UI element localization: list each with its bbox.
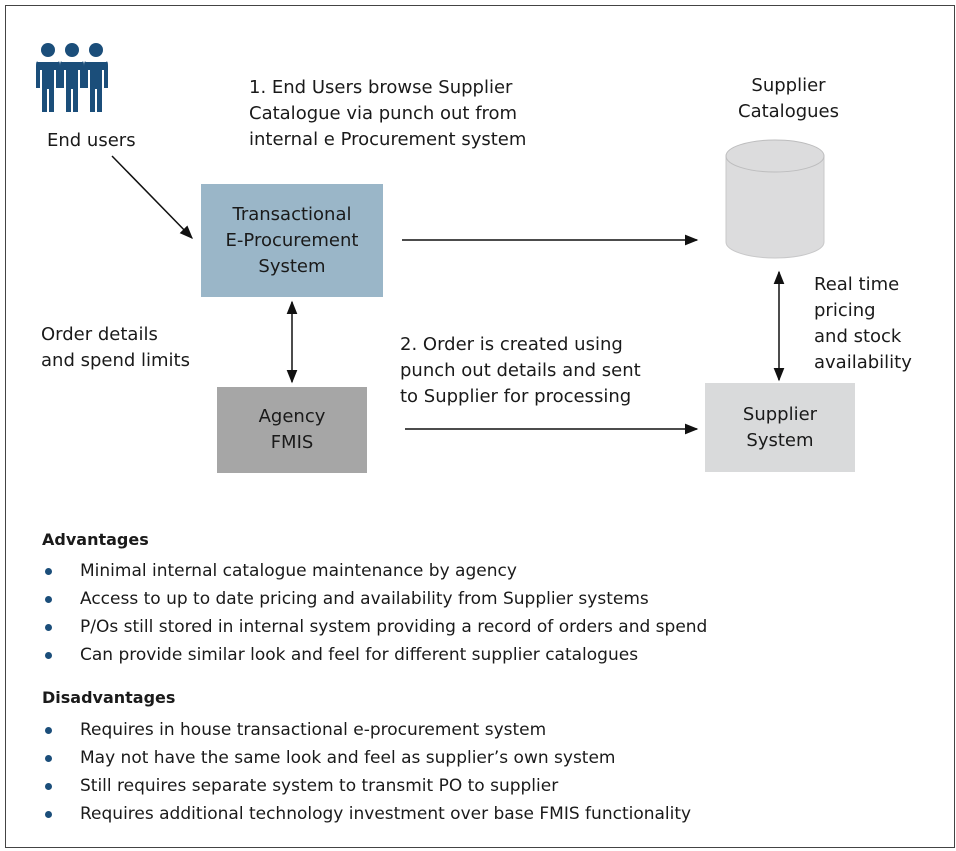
list-item: May not have the same look and feel as s… <box>42 744 691 772</box>
list-item: Requires additional technology investmen… <box>42 800 691 828</box>
transactional-eprocurement-box: Transactional E-Procurement System <box>201 184 383 297</box>
step2-line: to Supplier for processing <box>400 386 632 407</box>
step1-line: internal e Procurement system <box>249 129 527 150</box>
agency-fmis-box: Agency FMIS <box>217 387 367 473</box>
arrow-endusers-to-transactional <box>111 155 193 239</box>
supplier-catalogues-line: Catalogues <box>738 101 839 122</box>
realtime-line: pricing <box>814 300 876 321</box>
advantage-text: Minimal internal catalogue maintenance b… <box>80 561 517 581</box>
disadvantage-text: Requires additional technology investmen… <box>80 804 692 824</box>
supplier-catalogues-label: Supplier Catalogues <box>738 73 839 125</box>
bullet-icon <box>45 755 52 762</box>
bullet-icon <box>45 596 52 603</box>
person-icon <box>84 43 108 112</box>
bullet-icon <box>45 624 52 631</box>
list-item: Minimal internal catalogue maintenance b… <box>42 557 707 585</box>
supplier-catalogues-cylinder <box>725 139 825 259</box>
supplier-system-box: Supplier System <box>705 383 855 472</box>
end-users-label: End users <box>47 130 136 151</box>
step2-text: 2. Order is created using punch out deta… <box>400 332 641 410</box>
list-item: Requires in house transactional e-procur… <box>42 716 691 744</box>
person-icon <box>36 43 60 112</box>
step1-text: 1. End Users browse Supplier Catalogue v… <box>249 75 526 153</box>
realtime-line: availability <box>814 352 912 373</box>
list-item: Can provide similar look and feel for di… <box>42 641 707 669</box>
realtime-line: Real time <box>814 274 900 295</box>
agency-box-line: Agency <box>258 406 326 427</box>
order-details-line: Order details <box>41 324 158 345</box>
disadvantage-text: Still requires separate system to transm… <box>80 776 559 796</box>
figure-frame <box>5 5 955 848</box>
bullet-icon <box>45 652 52 659</box>
agency-box-line: FMIS <box>270 432 314 453</box>
bullet-icon <box>45 568 52 575</box>
advantage-text: P/Os still stored in internal system pro… <box>80 617 708 637</box>
supplier-catalogues-line: Supplier <box>751 75 826 96</box>
transactional-box-line: E-Procurement <box>225 229 359 251</box>
realtime-pricing-label: Real time pricing and stock availability <box>814 272 912 376</box>
disadvantages-list: Requires in house transactional e-procur… <box>42 716 691 828</box>
supplier-box-line: System <box>746 429 814 451</box>
end-users-icon <box>36 43 108 112</box>
order-details-line: and spend limits <box>41 350 190 371</box>
list-item: P/Os still stored in internal system pro… <box>42 613 707 641</box>
person-icon <box>60 43 84 112</box>
step1-line: 1. End Users browse Supplier <box>249 77 513 98</box>
list-item: Still requires separate system to transm… <box>42 772 691 800</box>
transactional-box-line: System <box>258 255 326 277</box>
step1-line: Catalogue via punch out from <box>249 103 518 124</box>
supplier-box-line: Supplier <box>742 403 818 425</box>
advantage-text: Can provide similar look and feel for di… <box>80 645 639 665</box>
step2-line: punch out details and sent <box>400 360 641 381</box>
bullet-icon <box>45 811 52 818</box>
advantages-title: Advantages <box>42 530 149 549</box>
transactional-box-line: Transactional <box>232 203 352 225</box>
disadvantages-title: Disadvantages <box>42 688 176 707</box>
realtime-line: and stock <box>814 326 902 347</box>
advantage-text: Access to up to date pricing and availab… <box>80 589 649 609</box>
step2-line: 2. Order is created using <box>400 334 623 355</box>
disadvantage-text: Requires in house transactional e-procur… <box>80 720 547 740</box>
order-details-label: Order details and spend limits <box>41 322 190 374</box>
disadvantage-text: May not have the same look and feel as s… <box>80 748 616 768</box>
advantages-list: Minimal internal catalogue maintenance b… <box>42 557 707 669</box>
bullet-icon <box>45 783 52 790</box>
bullet-icon <box>45 727 52 734</box>
list-item: Access to up to date pricing and availab… <box>42 585 707 613</box>
